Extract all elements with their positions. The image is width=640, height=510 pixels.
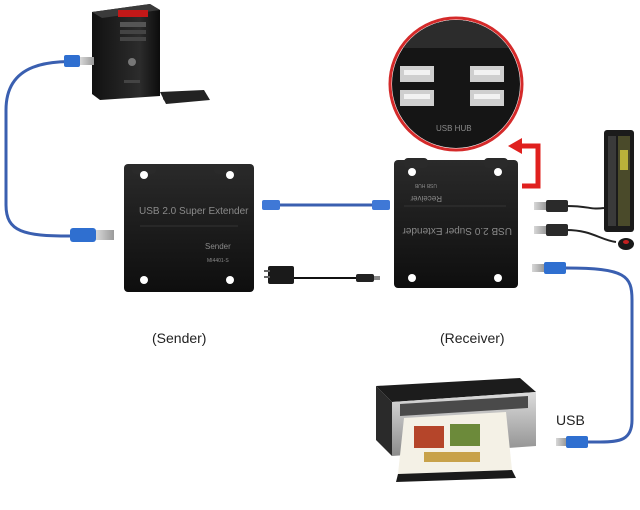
power-adapter-icon: [264, 266, 380, 284]
sender-model: MI4401-S: [207, 258, 229, 264]
sender-unit: USB 2.0 Super Extender Sender MI4401-S: [124, 164, 254, 292]
network-cable-icon: [262, 200, 390, 210]
usb-plug-printer-icon: [556, 436, 588, 448]
usb-port-icon: [400, 66, 434, 82]
keyboard-icon: [604, 130, 634, 232]
usb-cable-pc-sender: [4, 60, 91, 238]
usb-cable-printer: [565, 266, 634, 444]
usb-port-icon: [400, 90, 434, 106]
mouse-right-icon: [618, 238, 634, 250]
usb-port-icon: [470, 66, 504, 82]
usb-plug-receiver-icon: [532, 262, 566, 274]
keyboard-small-icon: [160, 90, 210, 104]
usb-cable-keyboard: [565, 205, 605, 210]
usb-caption: USB: [556, 412, 585, 428]
usb-port-icon: [470, 90, 504, 106]
usb-plug-keyboard-icon: [534, 200, 568, 212]
usb-plug-sender-icon: [70, 228, 114, 242]
usb-hub-zoom: USB HUB: [388, 16, 524, 152]
hub-zoom-label: USB HUB: [436, 124, 472, 133]
receiver-caption: (Receiver): [440, 330, 505, 346]
usb-plug-pc-icon: [64, 55, 94, 67]
receiver-unit: USB 2.0 Super Extender Receiver USB HUB: [394, 158, 518, 288]
usb-plug-mouse-icon: [534, 224, 568, 236]
usb-cable-mouse: [565, 229, 617, 243]
receiver-role: Receiver: [410, 194, 442, 203]
receiver-port-label: USB HUB: [414, 182, 437, 188]
receiver-title: USB 2.0 Super Extender: [402, 225, 512, 236]
sender-role: Sender: [205, 242, 231, 251]
sender-caption: (Sender): [152, 330, 207, 346]
callout-arrow-icon: [508, 138, 541, 189]
sender-title: USB 2.0 Super Extender: [139, 206, 249, 217]
printer-icon: [376, 378, 536, 482]
pc-tower-icon: [92, 4, 160, 100]
